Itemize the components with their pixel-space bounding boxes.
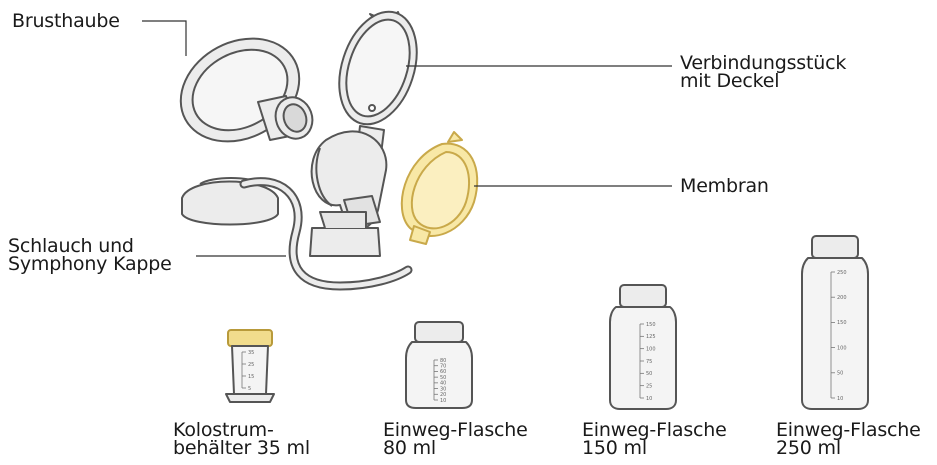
label-connector-line2: mit Deckel [680,72,846,90]
graduation-label: 250 [837,270,847,276]
graduation-label: 75 [646,359,652,365]
label-bottle-80-line2: 80 ml [383,439,528,457]
label-colostrum-line2: behälter 35 ml [173,439,310,457]
graduation-label: 100 [837,345,847,351]
label-tubing-line2: Symphony Kappe [8,255,172,273]
label-colostrum: Kolostrum- behälter 35 ml [173,421,310,457]
graduation-label: 50 [646,371,652,377]
graduation-label: 35 [248,350,254,356]
graduation-label: 25 [248,362,254,368]
graduation-label: 100 [646,346,656,352]
graduation-label: 150 [646,322,656,328]
graduation-label: 50 [837,371,843,377]
bottle-80ml-illustration [406,322,472,408]
label-breast-shield-text: Brusthaube [12,12,120,30]
graduation-label: 10 [837,396,843,402]
bottle-150ml-illustration [610,285,676,409]
graduation-label: 5 [248,386,251,392]
label-bottle-250-line2: 250 ml [776,439,921,457]
graduation-label: 125 [646,334,656,340]
label-breast-shield: Brusthaube [12,12,120,30]
graduation-label: 10 [440,398,446,404]
graduation-label: 25 [646,383,652,389]
label-membrane: Membran [680,177,769,195]
label-bottle-150-line2: 150 ml [582,439,727,457]
graduation-label: 15 [248,374,254,380]
label-bottle-150: Einweg-Flasche 150 ml [582,421,727,457]
label-bottle-80: Einweg-Flasche 80 ml [383,421,528,457]
label-bottle-250: Einweg-Flasche 250 ml [776,421,921,457]
label-tubing: Schlauch und Symphony Kappe [8,237,172,273]
membrane-illustration [402,132,477,244]
label-membrane-text: Membran [680,177,769,195]
graduation-label: 200 [837,295,847,301]
label-connector: Verbindungsstück mit Deckel [680,54,846,90]
graduation-label: 150 [837,320,847,326]
graduation-label: 10 [646,396,652,402]
leader-breast-shield [142,21,186,56]
